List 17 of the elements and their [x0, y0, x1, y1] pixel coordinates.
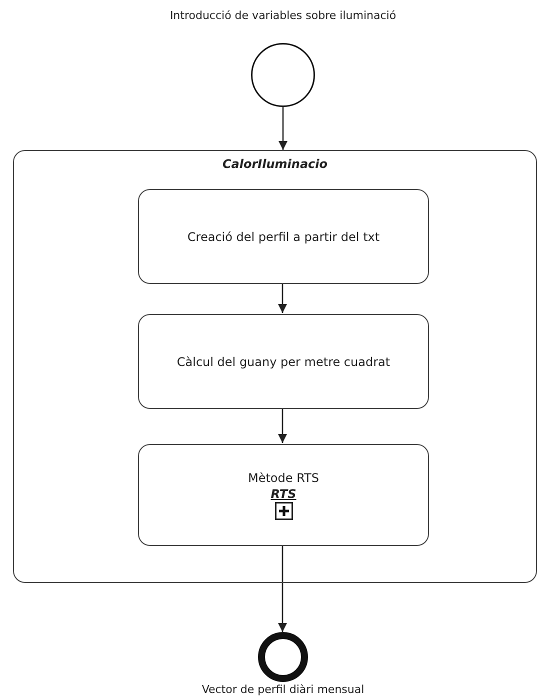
task-box	[138, 314, 429, 409]
sequence-flow-arrow	[278, 107, 288, 150]
task-label: Creació del perfil a partir del txt	[187, 230, 380, 244]
end-event-circle	[258, 632, 308, 682]
event-label: Introducció de variables sobre iluminació	[168, 9, 398, 22]
subprocess-box	[138, 444, 429, 546]
event-label: Vector de perfil diàri mensual	[200, 683, 366, 696]
task-box	[138, 189, 429, 284]
sequence-flow-arrow	[278, 408, 288, 443]
group-title: CalorIluminacio	[221, 157, 329, 171]
sequence-flow-arrow	[278, 283, 288, 313]
start-event-circle	[251, 43, 315, 107]
sequence-flow-arrow	[278, 545, 288, 632]
group-container	[13, 150, 537, 583]
subprocess-name: RTS	[270, 486, 296, 500]
task-label: Mètode RTS	[248, 470, 319, 484]
task-label: Càlcul del guany per metre cuadrat	[176, 354, 390, 368]
